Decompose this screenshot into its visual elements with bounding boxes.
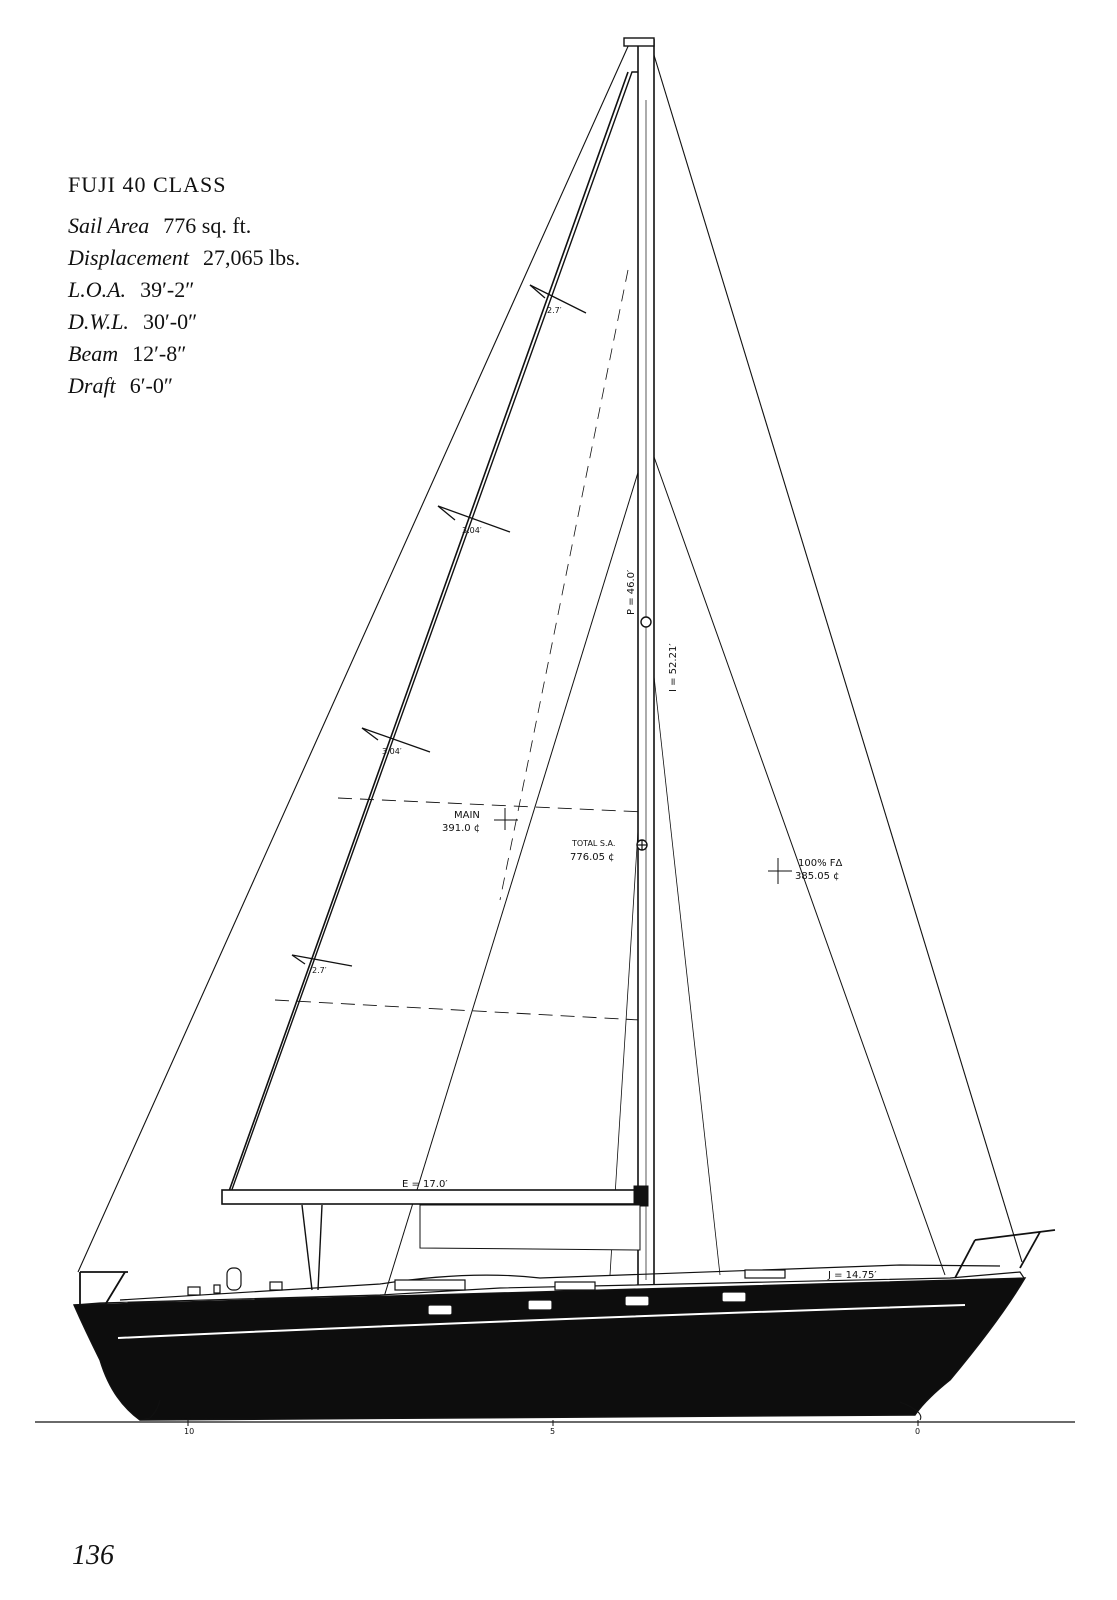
batten-4 [291,954,353,967]
bow-pulpit [954,1229,1056,1279]
spec-value: 30′-0″ [142,309,198,334]
batten-2-label: 3.04′ [462,526,482,535]
jib-luff [647,439,946,1276]
portholes [427,1291,747,1316]
mainsail-leech [227,71,629,1195]
spec-label: Beam [68,341,119,366]
spec-value: 39′-2″ [140,277,195,302]
spec-row: D.W.L. 30′-0″ [68,306,428,338]
reef-line-1 [337,797,646,813]
spec-row: Beam 12′-8″ [68,338,428,370]
spec-value: 12′-8″ [132,341,187,366]
batten-4-label: 2.7′ [312,966,327,975]
deck [73,1264,1026,1306]
batten-3 [361,727,431,753]
j-dimension-label: J = 14.75′ [827,1270,877,1281]
main-label: MAIN [454,810,480,821]
spec-value: 27,065 lbs. [202,245,301,270]
class-title: FUJI 40 CLASS [68,172,227,197]
hull [72,1277,1027,1421]
backstay-bridle-1 [301,1204,313,1291]
total-sa-area: 776.05 ¢ [570,852,615,863]
batten-2 [437,505,511,533]
backstay-bridle-2 [317,1204,323,1291]
spec-row: Displacement 27,065 lbs. [68,242,428,274]
i-dimension-label: I = 52.21′ [668,643,679,692]
scale-mark-10: 10 [184,1427,194,1436]
spec-label: Displacement [68,245,189,270]
specs-block: FUJI 40 CLASS Sail Area 776 sq. ft. Displ… [68,172,428,402]
page-number: 136 [72,1540,114,1571]
fa-label: 100% FΔ [798,858,843,869]
batten-3-label: 3.04′ [382,747,402,756]
spec-label: Draft [68,373,116,398]
spec-row: Sail Area 776 sq. ft. [68,210,428,242]
scale-mark-5: 5 [550,1427,555,1436]
scale-ticks [187,1420,919,1426]
e-dimension-label: E = 17.0′ [402,1179,448,1190]
shroud [649,639,721,1276]
stern-pulpit [79,1271,128,1306]
dodger [419,1204,641,1251]
reef-line-2 [274,999,641,1021]
main-area: 391.0 ¢ [442,823,480,834]
spec-label: Sail Area [68,213,150,238]
mainsail-luff-dash [499,269,629,901]
spec-label: L.O.A. [68,277,127,302]
main-ce-mark [494,808,518,830]
batten-1 [529,284,587,314]
spec-label: D.W.L. [68,309,129,334]
total-sa-label: TOTAL S.A. [571,839,615,848]
spec-row: Draft 6′-0″ [68,370,428,402]
backstay [77,41,631,1273]
p-dimension-label: P = 46.0′ [626,569,637,615]
batten-1-label: 2.7′ [547,306,562,315]
mast [623,37,655,1291]
forestay [649,41,1023,1263]
winches [187,1267,283,1296]
spec-row: L.O.A. 39′-2″ [68,274,428,306]
spec-value: 776 sq. ft. [163,213,252,238]
boom [221,1185,649,1207]
scale-mark-0: 0 [915,1427,920,1436]
jib-leech [379,439,649,1311]
fa-area: 385.05 ¢ [795,871,840,882]
spec-value: 6′-0″ [129,373,173,398]
fa-ce-mark [768,858,792,884]
